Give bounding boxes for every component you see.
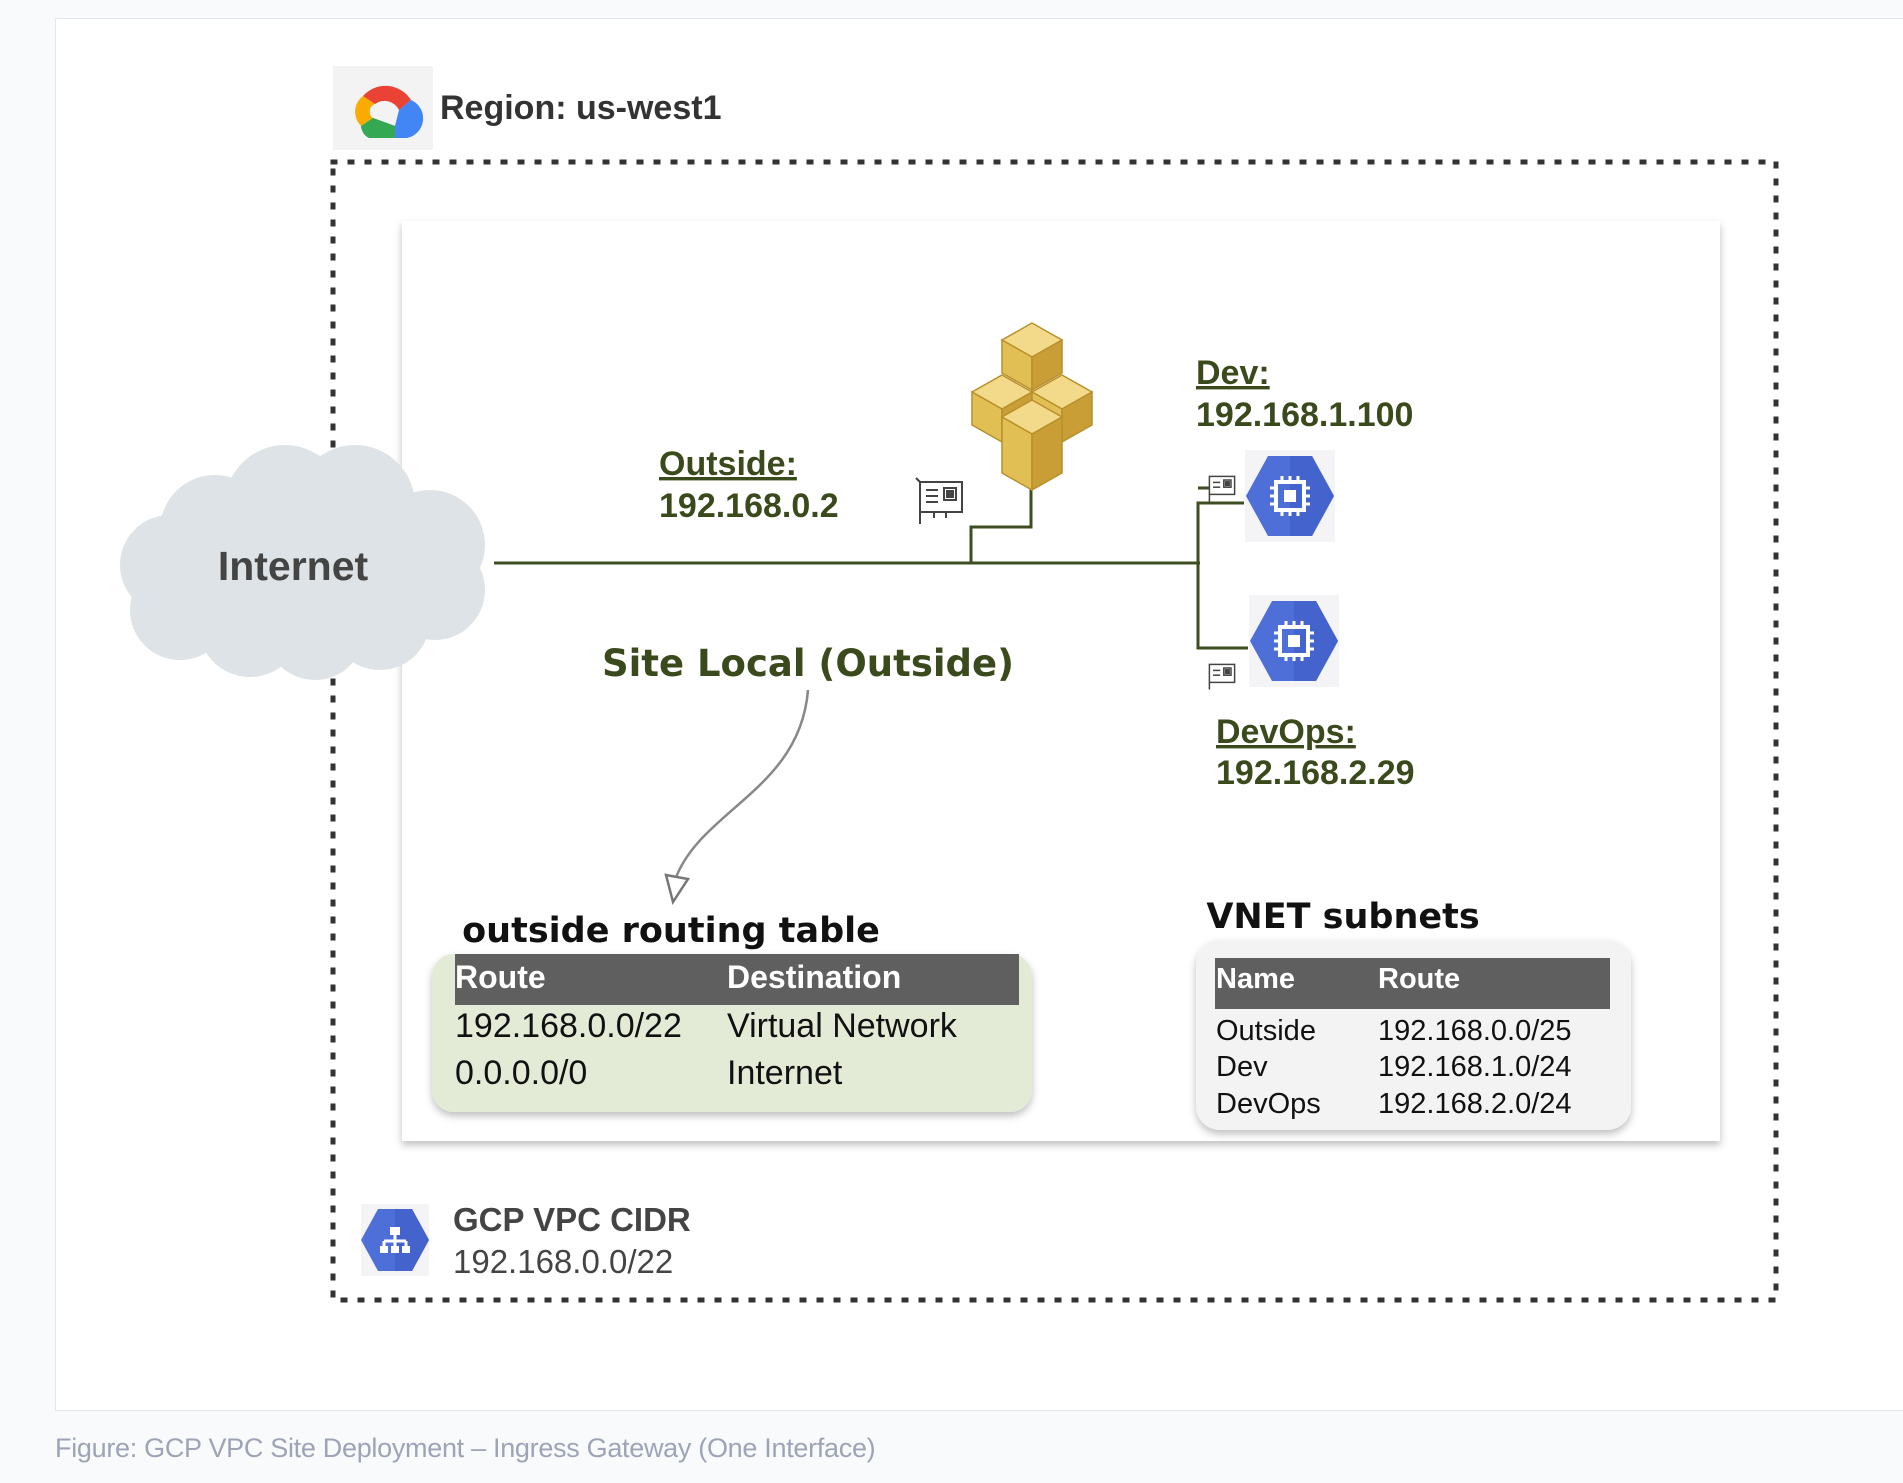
outside-interface-name: Outside: <box>659 445 797 483</box>
network-links <box>494 480 1248 650</box>
subnets-row-3-route: 192.168.2.0/24 <box>1378 1088 1572 1120</box>
subnets-title: VNET subnets <box>1206 897 1479 937</box>
compute-engine-icon <box>1249 595 1339 687</box>
subnets-row-2-route: 192.168.1.0/24 <box>1378 1051 1572 1083</box>
site-local-arrowhead <box>664 873 691 906</box>
devops-vm-ip: 192.168.2.29 <box>1216 754 1415 792</box>
subnets-row-1-route: 192.168.0.0/25 <box>1378 1015 1572 1047</box>
routing-header-destination: Destination <box>727 959 901 995</box>
cloud-icon <box>120 445 485 680</box>
devops-vm-name: DevOps: <box>1216 713 1356 751</box>
network-card-icon <box>1208 663 1236 690</box>
vpc-title: GCP VPC CIDR <box>453 1201 691 1238</box>
network-card-icon <box>1208 475 1236 502</box>
outside-interface-ip: 192.168.0.2 <box>659 487 839 525</box>
site-local-arrow <box>673 689 810 881</box>
google-cloud-icon <box>333 66 433 150</box>
figure-caption: Figure: GCP VPC Site Deployment – Ingres… <box>55 1433 876 1463</box>
subnets-header <box>1215 958 1610 1009</box>
routing-row-1-route: 192.168.0.0/22 <box>455 1007 682 1045</box>
routing-header-route: Route <box>455 959 546 995</box>
routing-row-2-destination: Internet <box>727 1054 843 1092</box>
gateway-cubes-icon <box>970 322 1094 492</box>
site-local-label: Site Local (Outside) <box>602 642 1014 685</box>
routing-row-1-destination: Virtual Network <box>727 1007 958 1045</box>
routing-table-header <box>455 954 1019 1005</box>
network-card-icon <box>915 477 963 524</box>
subnets-header-name: Name <box>1216 963 1295 995</box>
subnets-row-3-name: DevOps <box>1216 1088 1321 1120</box>
dev-vm-ip: 192.168.1.100 <box>1196 396 1413 434</box>
region-boundary <box>330 159 1779 1303</box>
vpc-cidr: 192.168.0.0/22 <box>453 1243 673 1280</box>
region-label: Region: us-west1 <box>440 89 721 127</box>
routing-table-title: outside routing table <box>462 911 880 951</box>
routing-row-2-route: 0.0.0.0/0 <box>455 1054 587 1092</box>
dev-vm-name: Dev: <box>1196 354 1270 392</box>
internet-label: Internet <box>218 543 369 589</box>
vpc-network-icon <box>361 1204 429 1276</box>
subnets-row-2-name: Dev <box>1216 1051 1268 1083</box>
compute-engine-icon <box>1245 450 1335 542</box>
subnets-row-1-name: Outside <box>1216 1015 1316 1047</box>
subnets-header-route: Route <box>1378 963 1460 995</box>
